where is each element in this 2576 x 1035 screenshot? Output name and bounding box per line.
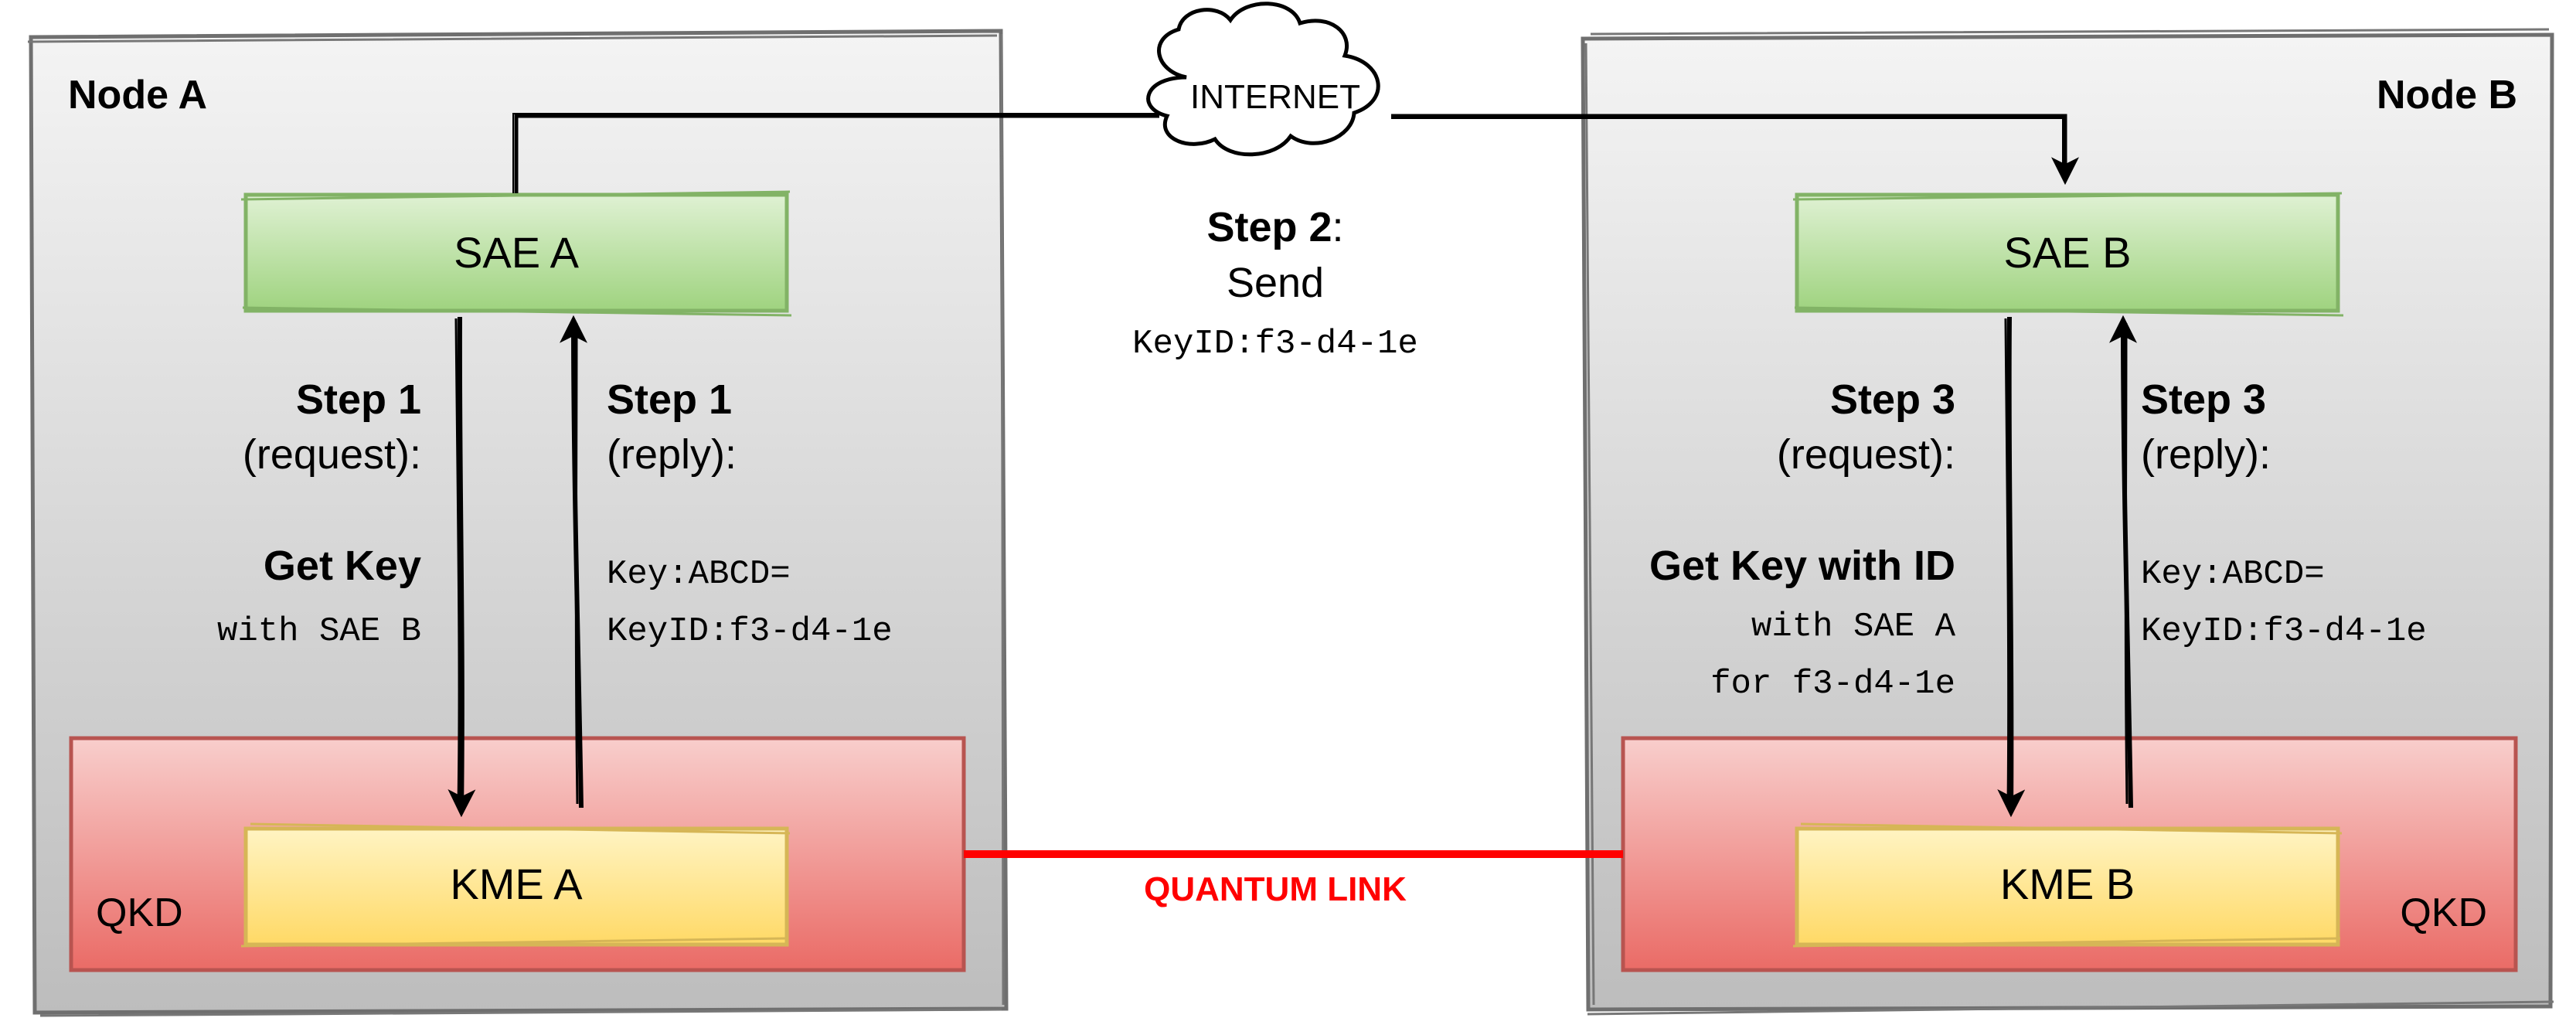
step-1-reply-kind: (reply): xyxy=(607,431,737,478)
node-a-title: Node A xyxy=(68,73,207,117)
kme-a-box[interactable]: KME A xyxy=(240,822,791,948)
step-2-step: Step 2 xyxy=(1206,204,1332,250)
step-3-request-action: Get Key with ID xyxy=(1649,543,1955,589)
sae-b-label: SAE B xyxy=(2004,228,2132,277)
step-3-request-kind: (request): xyxy=(1777,431,1955,478)
step-1-reply-step: Step 1 xyxy=(607,376,732,423)
step-1-reply-keyid: KeyID:f3-d4-1e xyxy=(607,612,893,651)
node-b-title: Node B xyxy=(2377,73,2517,117)
step-3-reply-step: Step 3 xyxy=(2141,376,2266,423)
step-1-request-detail: with SAE B xyxy=(217,612,421,651)
node-a: Node A SAE A QKD KME A Step 1 (request):… xyxy=(27,29,1009,1017)
step-2-connector xyxy=(514,114,2065,193)
sae-b-box[interactable]: SAE B xyxy=(1792,192,2344,317)
step-1-reply-annotation: Step 1 (reply): Key:ABCD= KeyID:f3-d4-1e xyxy=(607,376,893,651)
step-3-reply-key: Key:ABCD= xyxy=(2141,555,2325,594)
step-3-reply-keyid: KeyID:f3-d4-1e xyxy=(2141,612,2427,651)
qkd-a-label: QKD xyxy=(96,890,183,935)
sae-a-label: SAE A xyxy=(454,228,580,277)
kme-b-label: KME B xyxy=(2000,860,2135,908)
step-1-request-action: Get Key xyxy=(264,543,421,589)
step-3-request-annotation: Step 3 (request): Get Key with ID with S… xyxy=(1649,376,1956,703)
internet-label: INTERNET xyxy=(1190,78,1360,116)
kme-b-box[interactable]: KME B xyxy=(1792,822,2343,948)
step-2-suffix: : xyxy=(1332,204,1344,250)
step-3-reply-kind: (reply): xyxy=(2141,431,2271,478)
internet-connection xyxy=(512,113,2065,193)
quantum-link: QUANTUM LINK xyxy=(964,850,1623,908)
step-1-reply-key: Key:ABCD= xyxy=(607,555,791,594)
step-3-request-detail-2: for f3-d4-1e xyxy=(1710,665,1955,703)
node-b-frame-sketch xyxy=(1584,28,2554,1016)
quantum-link-label: QUANTUM LINK xyxy=(1144,870,1407,908)
step-1-request-kind: (request): xyxy=(243,431,421,478)
sae-a-box[interactable]: SAE A xyxy=(240,190,792,317)
step-2-heading: Step 2: xyxy=(1206,204,1343,250)
step-3-request-arrow xyxy=(1997,316,2026,818)
step-3-reply-annotation: Step 3 (reply): Key:ABCD= KeyID:f3-d4-1e xyxy=(2141,376,2427,651)
step-2-annotation: Step 2: Send KeyID:f3-d4-1e xyxy=(1132,204,1418,363)
node-b: Node B SAE B QKD KME B Step 3 (request):… xyxy=(1581,28,2554,1016)
step-1-request-annotation: Step 1 (request): Get Key with SAE B xyxy=(217,376,421,651)
qkd-b-label: QKD xyxy=(2400,890,2487,935)
step-2-detail: KeyID:f3-d4-1e xyxy=(1132,325,1418,363)
step-3-request-detail-1: with SAE A xyxy=(1751,608,1956,646)
internet-cloud: INTERNET xyxy=(1146,2,1380,157)
step-1-request-arrow xyxy=(447,316,476,818)
node-a-frame-sketch xyxy=(27,33,1005,1017)
cloud-icon xyxy=(1146,2,1380,157)
kme-a-label: KME A xyxy=(450,860,583,908)
step-3-request-step: Step 3 xyxy=(1830,376,1955,423)
step-2-action: Send xyxy=(1227,260,1324,306)
step-1-request-step: Step 1 xyxy=(296,376,421,423)
